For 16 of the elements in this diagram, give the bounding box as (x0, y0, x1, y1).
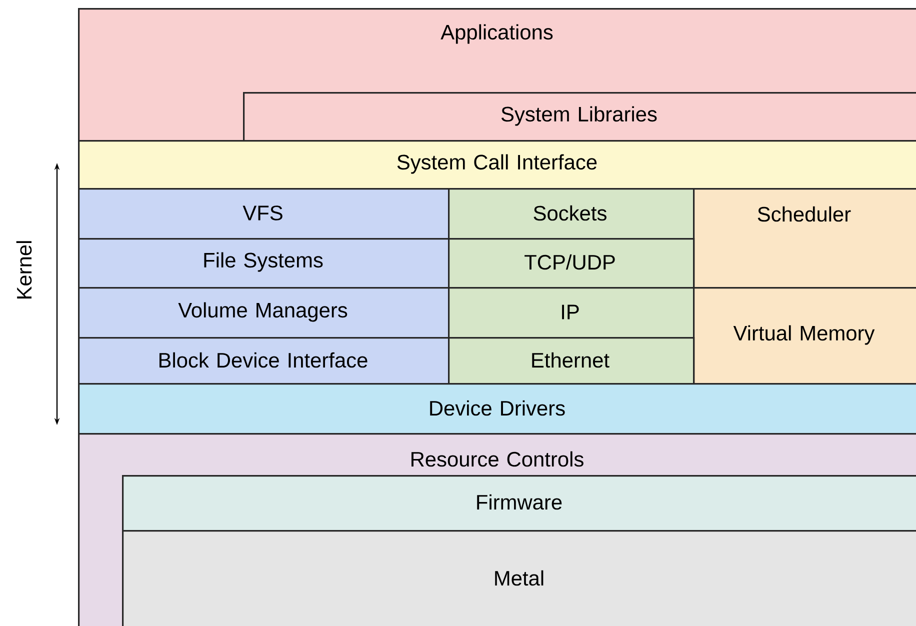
layer-box: File Systems (78, 238, 450, 289)
layer-box: System Call Interface (78, 140, 916, 190)
layer-box: Volume Managers (78, 287, 450, 339)
layer-box: Block Device Interface (78, 337, 450, 385)
layer-box: Device Drivers (78, 383, 916, 435)
layer-box: VFS (78, 188, 450, 240)
layer-box: Firmware (122, 475, 916, 532)
layer-box: IP (448, 287, 695, 339)
layer-box: Ethernet (448, 337, 695, 385)
layer-box: Sockets (448, 188, 695, 240)
layer-box: TCP/UDP (448, 238, 695, 289)
layer-box: Scheduler (693, 188, 916, 289)
layer-box: Virtual Memory (693, 287, 916, 385)
layer-box: Metal (122, 530, 916, 626)
layer-box: System Libraries (243, 92, 916, 142)
side-label: Kernel (16, 241, 32, 299)
